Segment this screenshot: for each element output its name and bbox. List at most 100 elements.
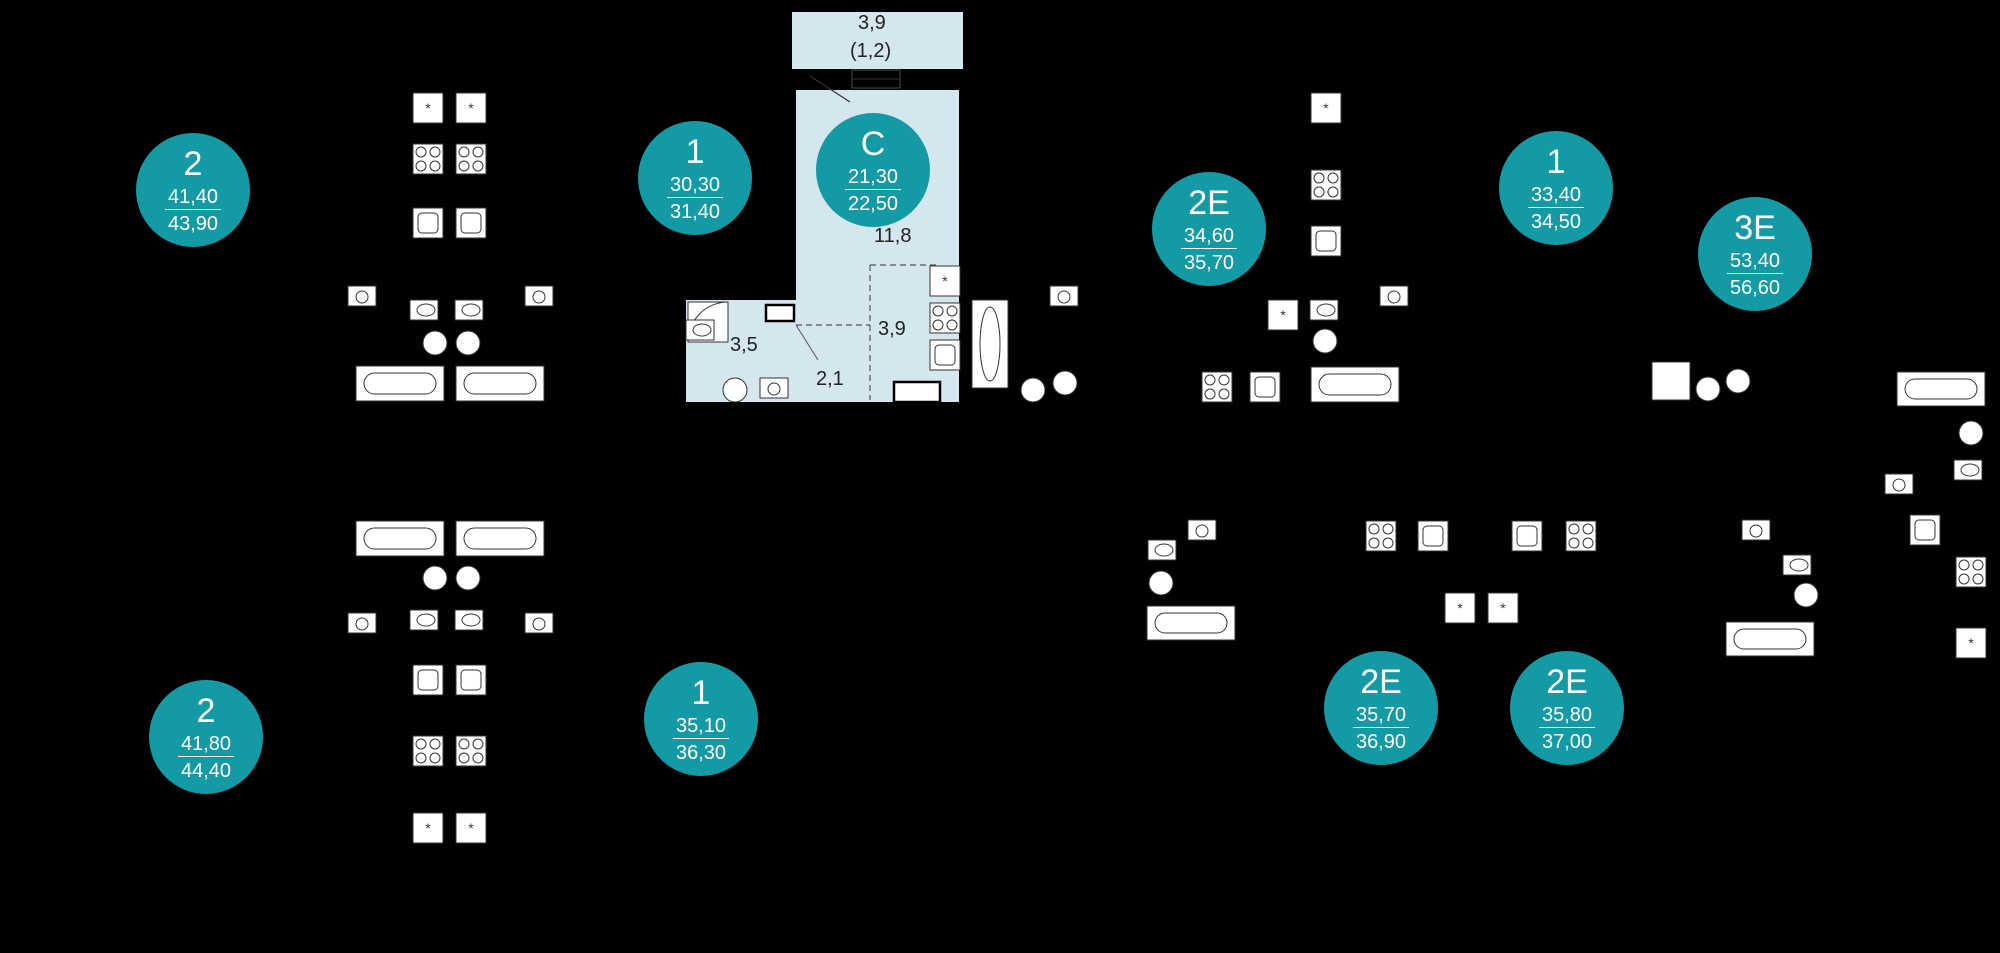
apartment-type: 2 — [196, 692, 216, 730]
burner-icon — [1568, 537, 1580, 549]
vent-icon — [1955, 627, 1987, 659]
sink-bowl-icon — [934, 344, 956, 366]
burner-icon — [472, 146, 484, 158]
total-area: 34,50 — [1530, 211, 1582, 233]
kitchen-area-label: 3,9 — [878, 318, 906, 340]
total-area: 35,70 — [1183, 252, 1235, 274]
living-area: 53,40 — [1727, 249, 1783, 274]
burner-icon — [458, 752, 470, 764]
burner-icon — [1313, 186, 1325, 198]
apartment-type: 1 — [685, 133, 705, 171]
shower-icon — [1651, 361, 1691, 401]
burner-icon — [429, 738, 441, 750]
balcony-coefficient-label: (1,2) — [850, 40, 892, 62]
apartment-type: 3Е — [1734, 209, 1776, 247]
toilet-bowl-icon — [1154, 543, 1174, 557]
burner-icon — [458, 146, 470, 158]
washbasin-icon — [1725, 368, 1751, 394]
toilet-bowl-icon — [1316, 303, 1336, 317]
burner-icon — [1958, 559, 1970, 571]
sink-bowl-icon — [1914, 519, 1936, 541]
burner-icon — [946, 305, 958, 317]
burner-icon — [415, 160, 427, 172]
bathtub-basin-icon — [363, 527, 437, 550]
apartment-type: С — [860, 125, 886, 163]
vent-mark: * — [1500, 600, 1506, 616]
burner-icon — [429, 752, 441, 764]
total-area: 36,30 — [675, 742, 727, 764]
vent-icon — [455, 812, 487, 844]
total-area: 22,50 — [847, 193, 899, 215]
burner-icon — [472, 752, 484, 764]
washing-drum-icon — [355, 617, 369, 631]
sink-bowl-icon — [460, 669, 482, 691]
apartment-type: 2Е — [1360, 663, 1402, 701]
burner-icon — [458, 738, 470, 750]
burner-icon — [1582, 537, 1594, 549]
balcony-door — [809, 75, 851, 103]
bathtub-basin-icon — [463, 372, 537, 395]
door-swing — [795, 324, 819, 361]
washbasin-icon — [1793, 582, 1819, 608]
washbasin-icon — [1052, 370, 1078, 396]
toilet-bowl-icon — [461, 613, 481, 627]
balcony-area-label: 3,9 — [858, 12, 886, 34]
bathtub-basin-icon — [979, 306, 1001, 382]
burner-icon — [429, 160, 441, 172]
vent-icon — [929, 265, 961, 297]
vent-mark: * — [425, 820, 431, 836]
vent-mark: * — [1968, 635, 1974, 651]
vent-icon — [412, 812, 444, 844]
total-area: 44,40 — [180, 760, 232, 782]
washbasin-icon — [422, 565, 448, 591]
living-area: 33,40 — [1528, 183, 1584, 208]
vent-mark: * — [468, 820, 474, 836]
bathtub-basin-icon — [1733, 628, 1807, 650]
vent-icon — [455, 92, 487, 124]
burner-icon — [472, 738, 484, 750]
apartment-type: 2 — [183, 145, 203, 183]
sink-bowl-icon — [1422, 525, 1444, 547]
living-area: 21,30 — [845, 165, 901, 190]
vent-mark: * — [425, 100, 431, 116]
washing-drum-icon — [1749, 524, 1763, 538]
burner-icon — [1313, 172, 1325, 184]
bathroom-area-label: 3,5 — [730, 334, 758, 356]
burner-icon — [415, 752, 427, 764]
burner-icon — [1204, 388, 1216, 400]
wardrobe — [892, 380, 942, 404]
burner-icon — [932, 319, 944, 331]
bathtub-basin-icon — [463, 527, 537, 550]
hall-area-label: 2,1 — [816, 368, 844, 390]
sink-bowl-icon — [417, 669, 439, 691]
total-area: 56,60 — [1729, 277, 1781, 299]
burner-icon — [1568, 523, 1580, 535]
burner-icon — [1368, 537, 1380, 549]
burner-icon — [1972, 559, 1984, 571]
washing-drum-icon — [767, 382, 781, 396]
washbasin-icon — [1958, 420, 1984, 446]
apartment-type: 2Е — [1188, 184, 1230, 222]
washing-drum-icon — [1057, 290, 1071, 304]
sink-bowl-icon — [417, 212, 439, 234]
toilet-bowl-icon — [692, 323, 712, 337]
toilet-bowl-icon — [461, 303, 481, 317]
balcony — [792, 12, 963, 69]
washing-drum-icon — [355, 290, 369, 304]
vent-mark: * — [468, 100, 474, 116]
burner-icon — [429, 146, 441, 158]
washing-drum-icon — [1387, 290, 1401, 304]
burner-icon — [1327, 172, 1339, 184]
washbasin-icon — [455, 330, 481, 356]
burner-icon — [1327, 186, 1339, 198]
